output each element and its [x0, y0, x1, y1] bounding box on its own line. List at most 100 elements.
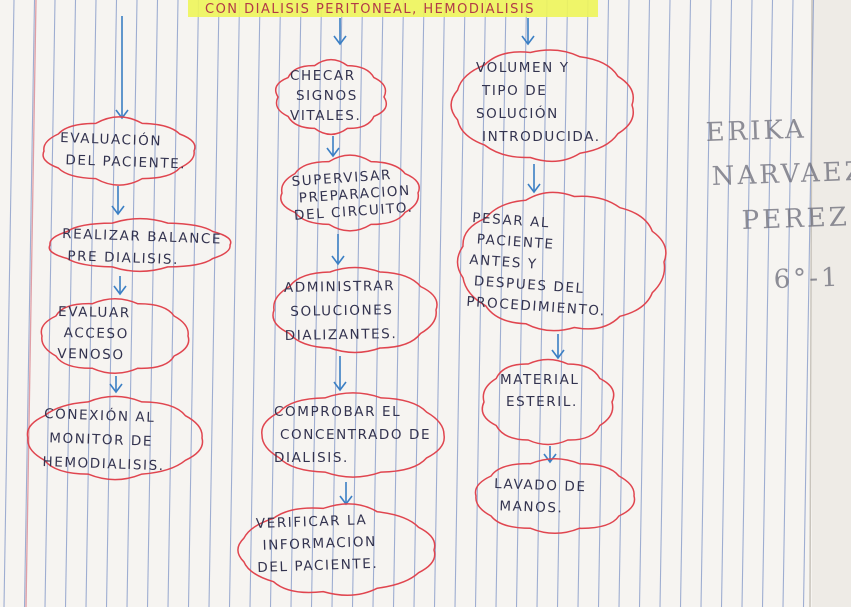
title-highlight: CON DIALISIS PERITONEAL, HEMODIALISIS — [188, 0, 598, 17]
arrow-head — [527, 183, 541, 194]
arrow-head — [521, 35, 535, 46]
adjacent-page — [812, 0, 851, 607]
cloud-text-line: PRE DIALISIS. — [67, 248, 179, 268]
cloud-text-line: ESTERIL. — [506, 394, 578, 410]
ruled-line — [228, 0, 241, 607]
cloud-outline — [40, 297, 190, 375]
highlighter-mark — [188, 0, 598, 17]
arrow-head — [111, 205, 125, 216]
ruled-line — [208, 0, 220, 607]
cloud-outline — [48, 217, 232, 273]
column-left-box-3: EVALUAR ACCESO VENOSO — [40, 297, 190, 375]
ruled-line — [23, 0, 36, 607]
ruled-line — [146, 0, 159, 607]
ruled-line — [741, 0, 753, 607]
flow-arrows — [109, 16, 565, 506]
cloud-text-line: DIALIZANTES. — [285, 326, 398, 344]
ruled-line — [392, 0, 405, 607]
cloud-text-line: PACIENTE — [476, 231, 555, 252]
ruled-line — [454, 0, 466, 607]
ruled-line — [802, 0, 815, 607]
cloud-text-line: CHECAR — [290, 68, 356, 84]
cloud-text-line: DESPUES DEL — [473, 273, 585, 297]
cloud-outline — [26, 395, 204, 481]
cloud-text-line: ACCESO — [64, 325, 129, 342]
ruled-line — [290, 0, 302, 607]
cloud-outline — [280, 154, 420, 232]
ruled-line — [64, 0, 77, 607]
column-middle-box-3: ADMINISTRAR SOLUCIONES DIALIZANTES. — [272, 266, 438, 354]
arrow-head — [331, 255, 345, 266]
cloud-text-line: DIALISIS. — [274, 450, 349, 466]
ruled-line — [187, 0, 200, 607]
ruled-line — [351, 0, 364, 607]
ruled-line — [679, 0, 692, 607]
ruled-line — [556, 0, 569, 607]
author-line-4: 6°-1 — [773, 263, 841, 295]
ruled-line — [659, 0, 671, 607]
cloud-outline — [456, 191, 667, 332]
cloud-outline — [450, 49, 635, 163]
ruled-line — [269, 0, 282, 607]
cloud-text-line: TIPO DE — [481, 83, 547, 99]
ruled-line — [597, 0, 610, 607]
cloud-text-line: LAVADO DE — [494, 476, 587, 495]
author-name: ERIKA NARVAEZ PEREZ 6°-1 — [705, 114, 851, 295]
arrow-head — [113, 285, 127, 296]
ruled-lines — [3, 0, 815, 607]
ruled-line — [126, 0, 138, 607]
ruled-line — [3, 0, 15, 607]
cloud-text-line: ADMINISTRAR — [284, 278, 395, 296]
ruled-line — [433, 0, 446, 607]
cloud-text-line: SIGNOS — [296, 88, 358, 104]
ruled-line — [105, 0, 118, 607]
ruled-line — [413, 0, 425, 607]
arrow-head — [551, 349, 565, 360]
ruled-line — [310, 0, 323, 607]
cloud-text-line: DEL PACIENTE. — [257, 556, 378, 576]
cloud-text-line: EVALUAR — [58, 304, 131, 321]
cloud-outline — [42, 116, 196, 186]
arrow-head — [333, 381, 347, 392]
cloud-text-line: REALIZAR BALANCE — [62, 226, 222, 248]
arrow-head — [115, 109, 129, 120]
ruled-line — [536, 0, 548, 607]
arrow-head — [326, 147, 340, 158]
cloud-text-line: SOLUCIÓN — [476, 104, 559, 122]
ruled-line — [167, 0, 179, 607]
cloud-text-line: PREPARACION — [298, 183, 411, 207]
cloud-outline — [474, 457, 636, 535]
cloud-text-line: COMPROBAR EL — [274, 404, 401, 420]
cloud-text-line: VERIFICAR LA — [256, 512, 368, 532]
cloud-text-line: EVALUACIÓN — [60, 128, 163, 150]
cloud-text-line: MANOS. — [499, 498, 564, 516]
cloud-outline — [481, 358, 615, 446]
cloud-text-line: ANTES Y — [469, 252, 538, 273]
column-right-box-3: MATERIAL ESTERIL. — [481, 358, 615, 446]
cloud-text-line: CONEXIÓN AL — [44, 404, 156, 426]
ruled-line — [782, 0, 794, 607]
column-right-box-4: LAVADO DE MANOS. — [474, 457, 636, 535]
margin-line — [25, 0, 37, 607]
ruled-line — [515, 0, 528, 607]
cloud-text-line: MATERIAL — [500, 372, 580, 388]
cloud-text-line: INFORMACION — [262, 534, 377, 554]
author-line-3: PEREZ — [741, 202, 850, 236]
cloud-text-line: SOLUCIONES — [290, 302, 393, 320]
ruled-line — [577, 0, 589, 607]
cloud-outline — [261, 392, 445, 478]
cloud-text-line: SUPERVISAR — [291, 167, 392, 190]
cloud-text-line: VENOSO — [57, 346, 125, 363]
ruled-line — [372, 0, 384, 607]
ruled-line — [720, 0, 733, 607]
cloud-text-line: HEMODIALISIS. — [42, 454, 165, 474]
cloud-outline — [274, 58, 388, 136]
cloud-outline — [272, 266, 438, 354]
